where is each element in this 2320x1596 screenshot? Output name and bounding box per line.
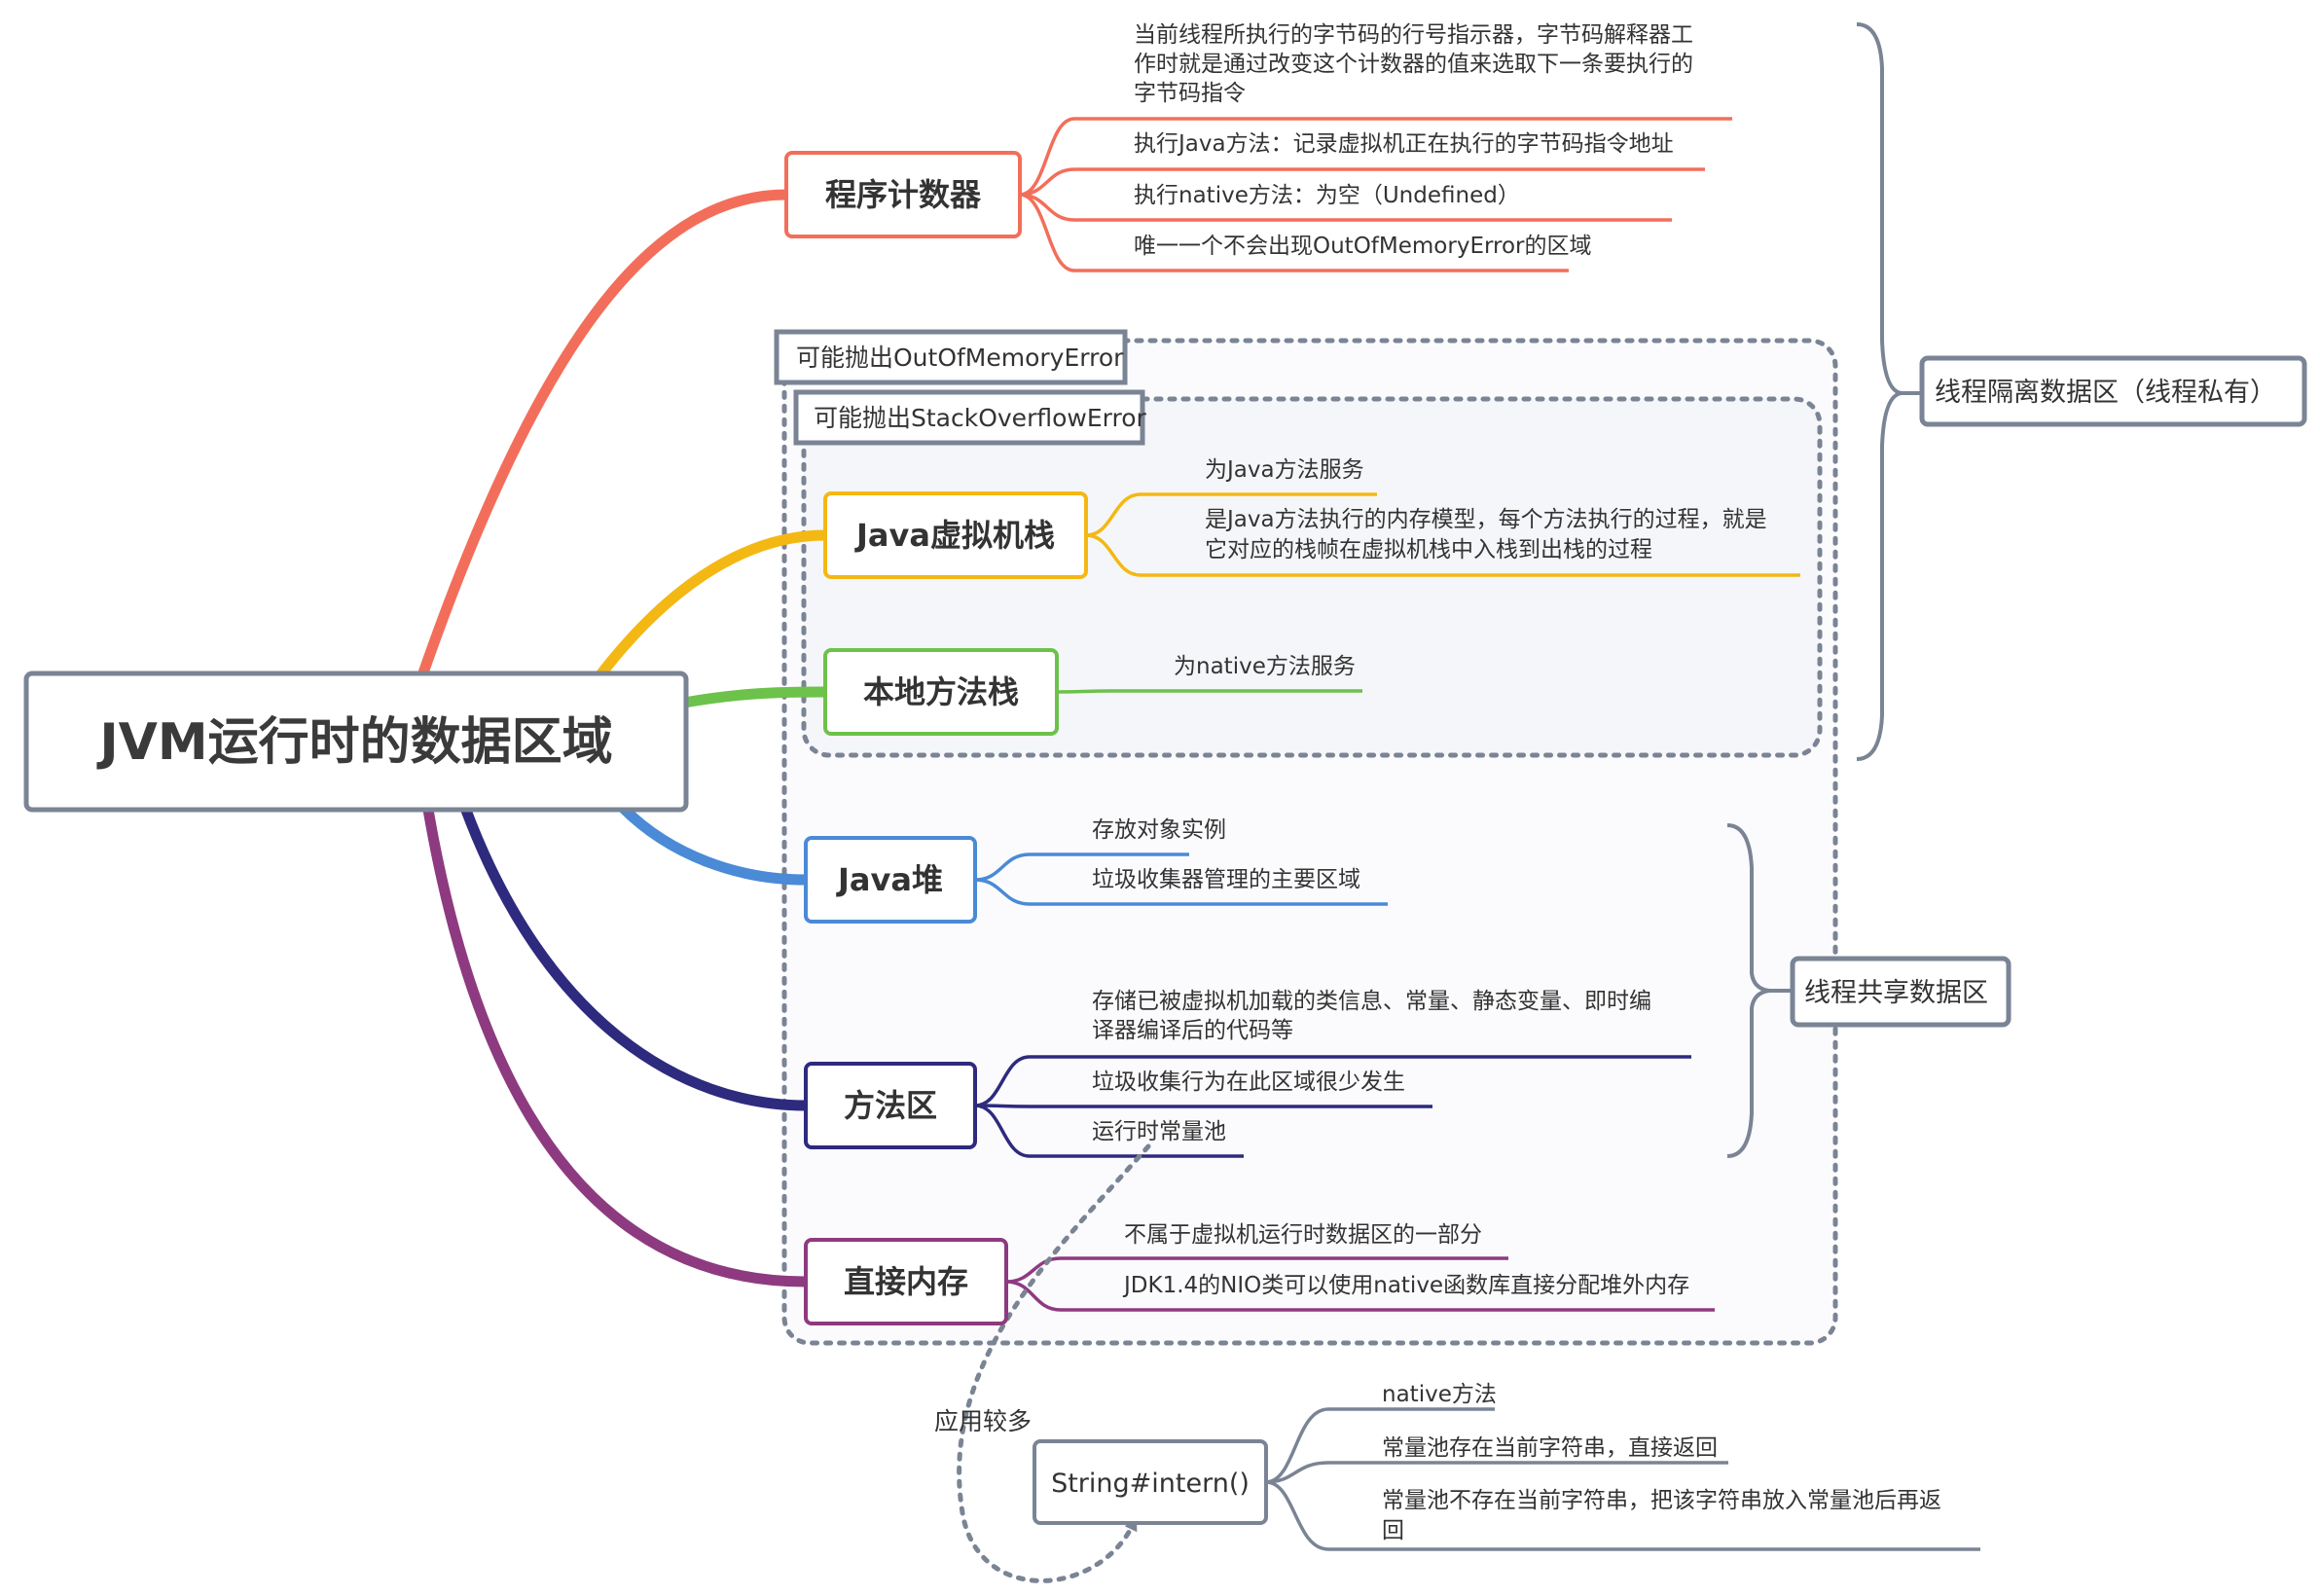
leaf-text[interactable]: 垃圾收集器管理的主要区域: [1092, 867, 1360, 892]
leaf-text[interactable]: 它对应的栈帧在虚拟机栈中入栈到出栈的过程: [1205, 537, 1652, 562]
leaf-connector: [1085, 492, 1377, 537]
leaf-text[interactable]: 唯一一个不会出现OutOfMemoryError的区域: [1134, 234, 1592, 259]
leaf-text[interactable]: 是Java方法执行的内存模型，每个方法执行的过程，就是: [1205, 507, 1767, 532]
leaf-connectors: [974, 117, 1980, 1551]
leaf-text[interactable]: 为native方法服务: [1174, 654, 1356, 679]
leaf-connector: [1019, 167, 1705, 197]
branch-node[interactable]: 直接内存: [804, 1238, 1008, 1325]
leaf-text[interactable]: 不属于虚拟机运行时数据区的一部分: [1124, 1222, 1482, 1248]
intern-leaf-text[interactable]: 回: [1382, 1518, 1404, 1543]
branch-label: 本地方法栈: [863, 673, 1019, 710]
intern-leaf-connector: [1265, 1480, 1980, 1551]
leaf-connector: [974, 1104, 1244, 1158]
leaf-text[interactable]: 垃圾收集行为在此区域很少发生: [1092, 1070, 1405, 1095]
intern-node[interactable]: String#intern(): [1033, 1439, 1268, 1525]
branch-label: 方法区: [844, 1087, 937, 1124]
leaf-text[interactable]: 存储已被虚拟机加载的类信息、常量、静态变量、即时编: [1092, 989, 1651, 1014]
leaf-connector: [1019, 193, 1569, 272]
root-node[interactable]: JVM运行时的数据区域: [23, 671, 689, 813]
leaf-text[interactable]: 执行Java方法：记录虚拟机正在执行的字节码指令地址: [1134, 131, 1674, 157]
branch-node[interactable]: 本地方法栈: [823, 648, 1059, 736]
branch-label: 直接内存: [844, 1263, 968, 1300]
branch-label: Java堆: [836, 861, 943, 898]
leaf-connector: [1019, 117, 1732, 197]
branch-connector: [617, 802, 812, 886]
leaf-text[interactable]: 为Java方法服务: [1205, 457, 1364, 483]
branch-node[interactable]: 程序计数器: [784, 151, 1022, 238]
leaf-connector: [1005, 1280, 1715, 1312]
branch-connectors: [415, 189, 831, 1288]
soe-boundary-text: 可能抛出StackOverflowError: [814, 404, 1146, 432]
relationship-label[interactable]: 应用较多: [934, 1407, 1032, 1435]
branch-connector: [678, 686, 831, 708]
branch-connector: [459, 802, 812, 1111]
leaf-text[interactable]: 存放对象实例: [1092, 817, 1226, 843]
leaf-text[interactable]: 作时就是通过改变这个计数器的值来选取下一条要执行的: [1134, 52, 1693, 77]
branch-node[interactable]: Java虚拟机栈: [823, 491, 1088, 579]
intern-leaf-text[interactable]: native方法: [1382, 1382, 1497, 1407]
private-summary-text: 线程隔离数据区（线程私有）: [1935, 378, 2276, 408]
root-title: JVM运行时的数据区域: [96, 713, 612, 772]
leaf-text[interactable]: 当前线程所执行的字节码的行号指示器，字节码解释器工: [1134, 22, 1693, 48]
leaf-connector: [1005, 1256, 1508, 1284]
leaf-text[interactable]: JDK1.4的NIO类可以使用native函数库直接分配堆外内存: [1122, 1273, 1689, 1298]
oom-boundary-label[interactable]: 可能抛出OutOfMemoryError: [774, 329, 1128, 385]
intern-leaf-text[interactable]: 常量池存在当前字符串，直接返回: [1382, 1435, 1718, 1461]
leaf-text[interactable]: 执行native方法：为空（Undefined）: [1134, 183, 1520, 208]
intern-leaf-connector: [1265, 1407, 1495, 1484]
shared-summary-text: 线程共享数据区: [1804, 978, 1988, 1008]
leaf-connector: [974, 852, 1189, 882]
leaf-texts: 当前线程所执行的字节码的行号指示器，字节码解释器工作时就是通过改变这个计数器的值…: [1092, 22, 1941, 1543]
intern-leaf-text[interactable]: 常量池不存在当前字符串，把该字符串放入常量池后再返: [1382, 1488, 1941, 1513]
leaf-text[interactable]: 字节码指令: [1134, 81, 1246, 106]
branch-node[interactable]: 方法区: [804, 1062, 977, 1149]
private-summary-brace: [1856, 22, 1903, 761]
leaf-connector: [1085, 533, 1800, 577]
leaf-text[interactable]: 运行时常量池: [1092, 1119, 1226, 1144]
private-summary[interactable]: 线程隔离数据区（线程私有）: [1919, 355, 2307, 427]
branch-connector: [590, 529, 831, 687]
leaf-text[interactable]: 译器编译后的代码等: [1092, 1018, 1293, 1043]
branch-label: 程序计数器: [825, 176, 982, 213]
branch-node[interactable]: Java堆: [804, 836, 977, 924]
leaf-connector: [974, 1055, 1691, 1107]
intern-leaf-connector: [1265, 1461, 1728, 1484]
relationship-arrow: [957, 1143, 1151, 1583]
leaf-connector: [1056, 689, 1362, 694]
branch-connector: [415, 189, 792, 687]
branch-label: Java虚拟机栈: [854, 517, 1055, 554]
soe-boundary-label[interactable]: 可能抛出StackOverflowError: [793, 389, 1146, 446]
shared-summary[interactable]: 线程共享数据区: [1790, 956, 2012, 1028]
intern-node-label: String#intern(): [1051, 1469, 1250, 1499]
leaf-connector: [974, 878, 1388, 906]
oom-boundary-text: 可能抛出OutOfMemoryError: [796, 344, 1124, 372]
branch-connector: [422, 804, 812, 1288]
